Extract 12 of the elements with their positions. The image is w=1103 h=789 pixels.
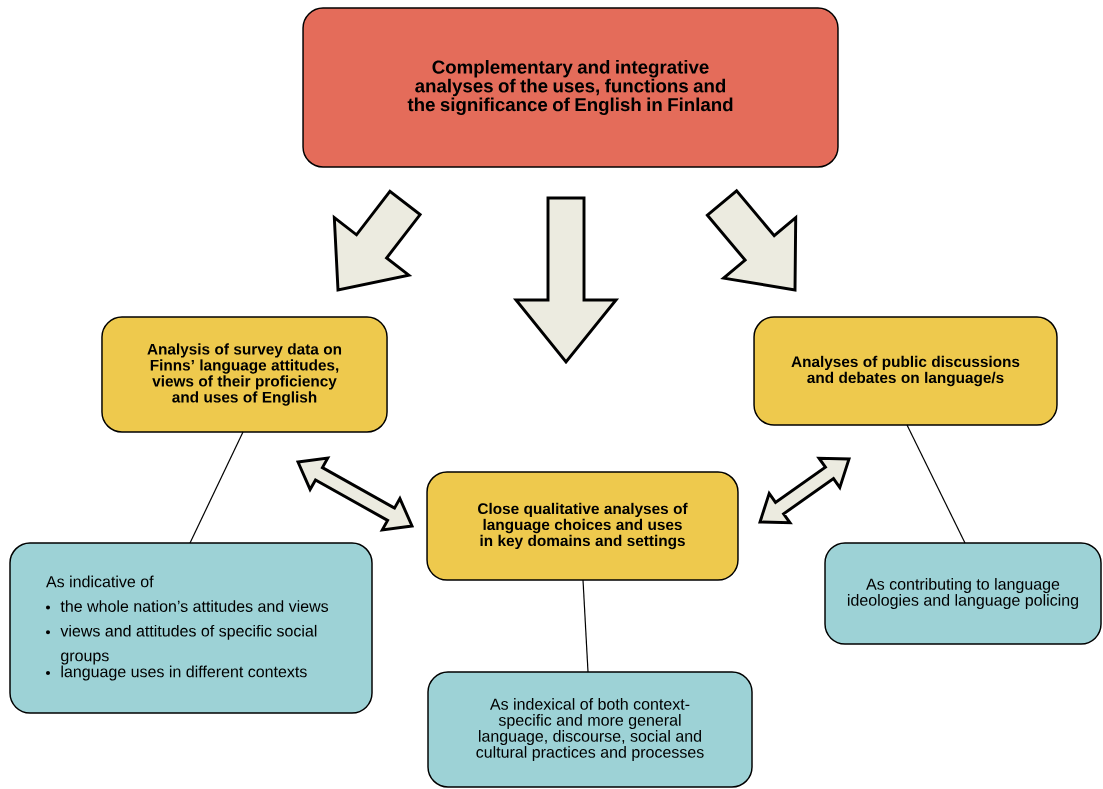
- connector-line: [582, 579, 589, 673]
- text-box: As indexical of both context-specific and more general language, discourse, social and cultural practices and processes: [427, 671, 753, 788]
- text-box: As contributing to language ideologies and language policing: [824, 542, 1102, 645]
- connector-line: [189, 431, 244, 544]
- process-box: Analyses of public discussions and debates on language/s: [753, 316, 1058, 426]
- process-box: Close qualitative analyses of language choices and uses in key domains and settings: [426, 471, 739, 581]
- connector-line: [906, 424, 966, 544]
- process-box: Analysis of survey data on Finns’ language attitudes, views of their proficiency and uses of English: [101, 316, 388, 433]
- process-box: Complementary and integrative analyses of the uses, functions and the significance of English in Finland: [302, 7, 839, 168]
- text-box: As indicative of the whole nation’s attitudes and views views and attitudes of specific social groups language uses in different contexts: [9, 542, 373, 714]
- block-arrow: [758, 456, 851, 525]
- block-arrow: [512, 196, 620, 365]
